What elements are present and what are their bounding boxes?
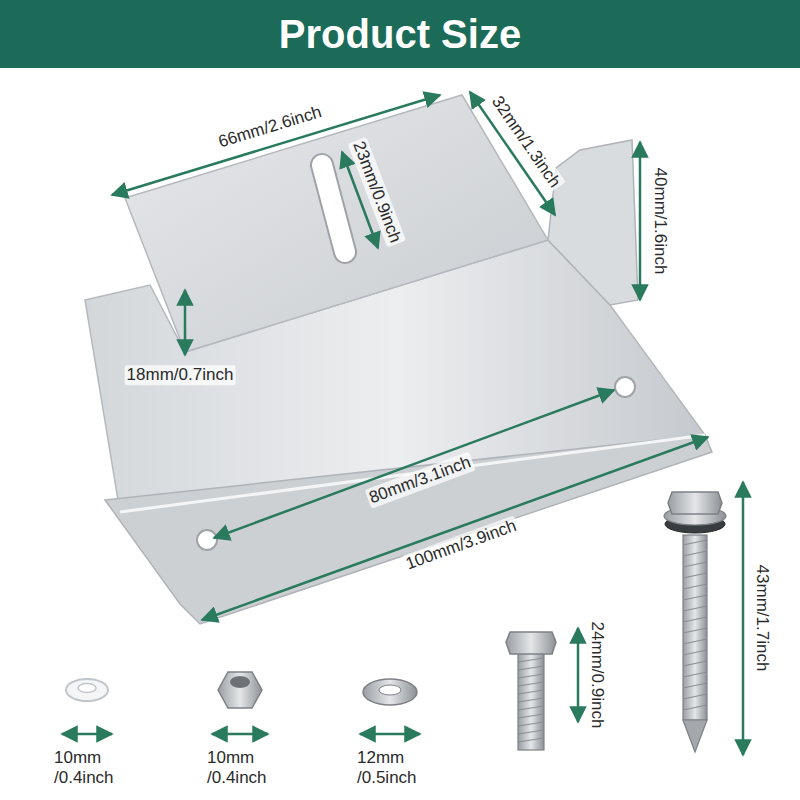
bolt-head [506,632,556,654]
dimension-label: 12mm /0.5inch [355,748,435,787]
dimension-arrow [212,733,268,736]
dimension-arrow [639,142,642,300]
flat-washer-hole [379,685,401,695]
hex-nut [218,672,262,708]
screw-tip [683,720,707,752]
dimension-label: 18mm/0.7inch [125,365,236,385]
flat-washer [363,679,417,705]
dimension-label: 40mm/1.6inch [650,166,670,277]
slot-hole [322,165,345,252]
dimension-arrow [214,390,614,538]
bracket-top-plate [125,95,548,352]
mount-hole [197,530,217,550]
bolt-shank [518,652,544,750]
bracket-up-flange [548,140,638,305]
dimension-arrow [62,733,112,736]
hex-nut-hole [230,676,250,688]
dimension-arrow [742,482,745,755]
dimension-label: 43mm/1.7inch [752,563,772,674]
screw-shank [683,535,707,720]
title-text: Product Size [279,12,521,57]
slot-hole-inner [322,165,345,252]
plastic-washer [66,679,108,701]
dimension-arrow [184,290,187,355]
dimension-arrow [112,95,440,195]
screw-head [668,492,722,514]
dimension-arrow [202,437,708,620]
bend-line [120,435,705,512]
bracket-bottom-flange [105,435,712,624]
dimension-arrow [360,733,420,736]
dimension-label: 10mm /0.4inch [52,748,132,787]
plastic-washer-hole [78,684,96,693]
dimension-arrow [577,628,580,722]
dimension-label: 24mm/0.9inch [587,620,607,731]
title-banner: Product Size [0,0,800,68]
mount-hole [615,377,635,397]
dimension-label: 10mm /0.4inch [205,748,285,787]
